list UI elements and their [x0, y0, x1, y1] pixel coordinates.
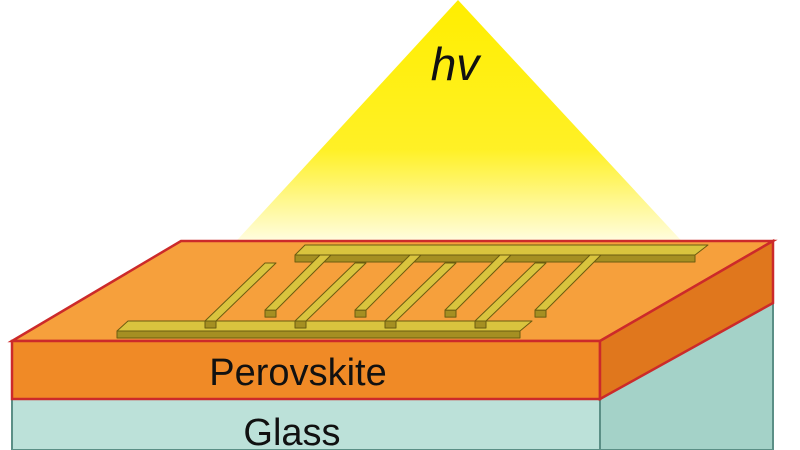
- electrode-bus-front-side: [116, 330, 521, 339]
- light-label: hv: [431, 38, 483, 90]
- electrode-finger-rear-0-side: [264, 309, 277, 318]
- glass-label: Glass: [243, 412, 340, 450]
- glass-layer: [11, 301, 774, 450]
- electrode-bus-front-top: [116, 320, 533, 332]
- electrode-finger-rear-3-top: [534, 254, 602, 311]
- electrode-finger-front-1-side: [294, 320, 307, 329]
- electrode-finger-front-1-top: [294, 262, 367, 322]
- electrode-finger-front-0-top: [204, 262, 277, 322]
- light-cone-icon: [228, 0, 690, 250]
- electrode-finger-front-2-side: [384, 320, 397, 329]
- electrode-finger-rear-0-top: [264, 254, 332, 311]
- electrode-finger-rear-3-side: [534, 309, 547, 318]
- electrode-finger-rear-2-top: [444, 254, 512, 311]
- electrode-finger-rear-1-top: [354, 254, 422, 311]
- perovskite-label: Perovskite: [209, 352, 386, 394]
- electrode-bus-rear-top: [294, 244, 709, 256]
- perovskite-side-face: [598, 238, 775, 402]
- electrode-finger-front-2-top: [384, 262, 457, 322]
- electrode-finger-rear-1-side: [354, 309, 367, 318]
- electrode-finger-front-0-side: [204, 320, 217, 329]
- interdigitated-electrode-icon: [116, 244, 709, 339]
- electrode-finger-front-3-side: [474, 320, 487, 329]
- electrode-finger-front-3-top: [474, 262, 547, 322]
- electrode-finger-rear-2-side: [444, 309, 457, 318]
